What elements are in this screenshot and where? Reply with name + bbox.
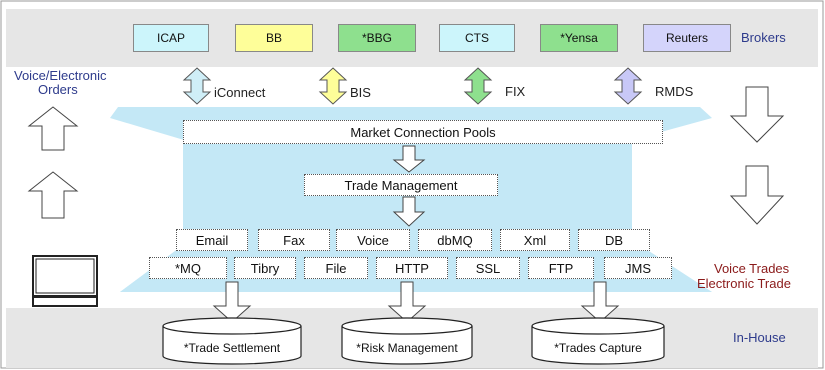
computer-icon [32, 255, 98, 307]
broker-bb: BB [235, 24, 313, 52]
channel-tibry: Tibry [234, 257, 296, 279]
connection-label-fix: FIX [505, 84, 526, 99]
up-arrow-icon [27, 171, 79, 219]
channel-db: DB [578, 229, 650, 251]
broker-yensa: *Yensa [540, 24, 618, 52]
channel-http: HTTP [376, 257, 448, 279]
orders-label: Orders [38, 82, 78, 97]
channel-email: Email [176, 229, 248, 251]
connection-label-bis: BIS [350, 85, 371, 100]
iconnect-arrow-icon [182, 67, 212, 105]
voice-electronic-label: Voice/Electronic [14, 68, 107, 83]
broker-bbg: *BBG [338, 24, 416, 52]
electronic-trade-label: Electronic Trade [697, 276, 791, 291]
broker-reuters: Reuters [643, 24, 731, 52]
down-arrow-icon [729, 86, 785, 143]
fix-arrow-icon [463, 67, 493, 105]
channel-mq: *MQ [149, 257, 227, 279]
channel-xml: Xml [500, 229, 570, 251]
down-arrow-icon [387, 281, 427, 323]
risk-management: *Risk Management [356, 341, 458, 355]
broker-cts: CTS [439, 24, 515, 52]
bis-arrow-icon [318, 67, 348, 105]
trades-capture: *Trades Capture [554, 341, 642, 355]
market-connection-pools: Market Connection Pools [183, 120, 663, 144]
inhouse-title: In-House [733, 330, 786, 345]
channel-dbmq: dbMQ [418, 229, 492, 251]
trade-management: Trade Management [304, 174, 498, 196]
rmds-arrow-icon [613, 67, 643, 105]
channel-voice: Voice [336, 229, 410, 251]
channel-file: File [304, 257, 368, 279]
brokers-title: Brokers [741, 30, 786, 45]
channel-fax: Fax [258, 229, 330, 251]
down-arrow-icon [212, 281, 252, 323]
voice-trades-label: Voice Trades [714, 261, 790, 276]
database-cylinder-icon [341, 317, 473, 365]
down-arrow-icon [392, 196, 426, 227]
database-cylinder-icon [531, 317, 665, 365]
connection-label-iconnect: iConnect [214, 85, 266, 100]
trade-settlement: *Trade Settlement [183, 341, 281, 355]
up-arrow-icon [27, 106, 79, 151]
down-arrow-icon [392, 145, 426, 173]
broker-icap: ICAP [133, 24, 209, 52]
channel-ftp: FTP [528, 257, 594, 279]
channel-jms: JMS [604, 257, 672, 279]
channel-ssl: SSL [456, 257, 520, 279]
down-arrow-icon [729, 165, 785, 225]
database-cylinder-icon [162, 317, 302, 365]
connection-label-rmds: RMDS [655, 84, 694, 99]
down-arrow-icon [580, 281, 620, 323]
